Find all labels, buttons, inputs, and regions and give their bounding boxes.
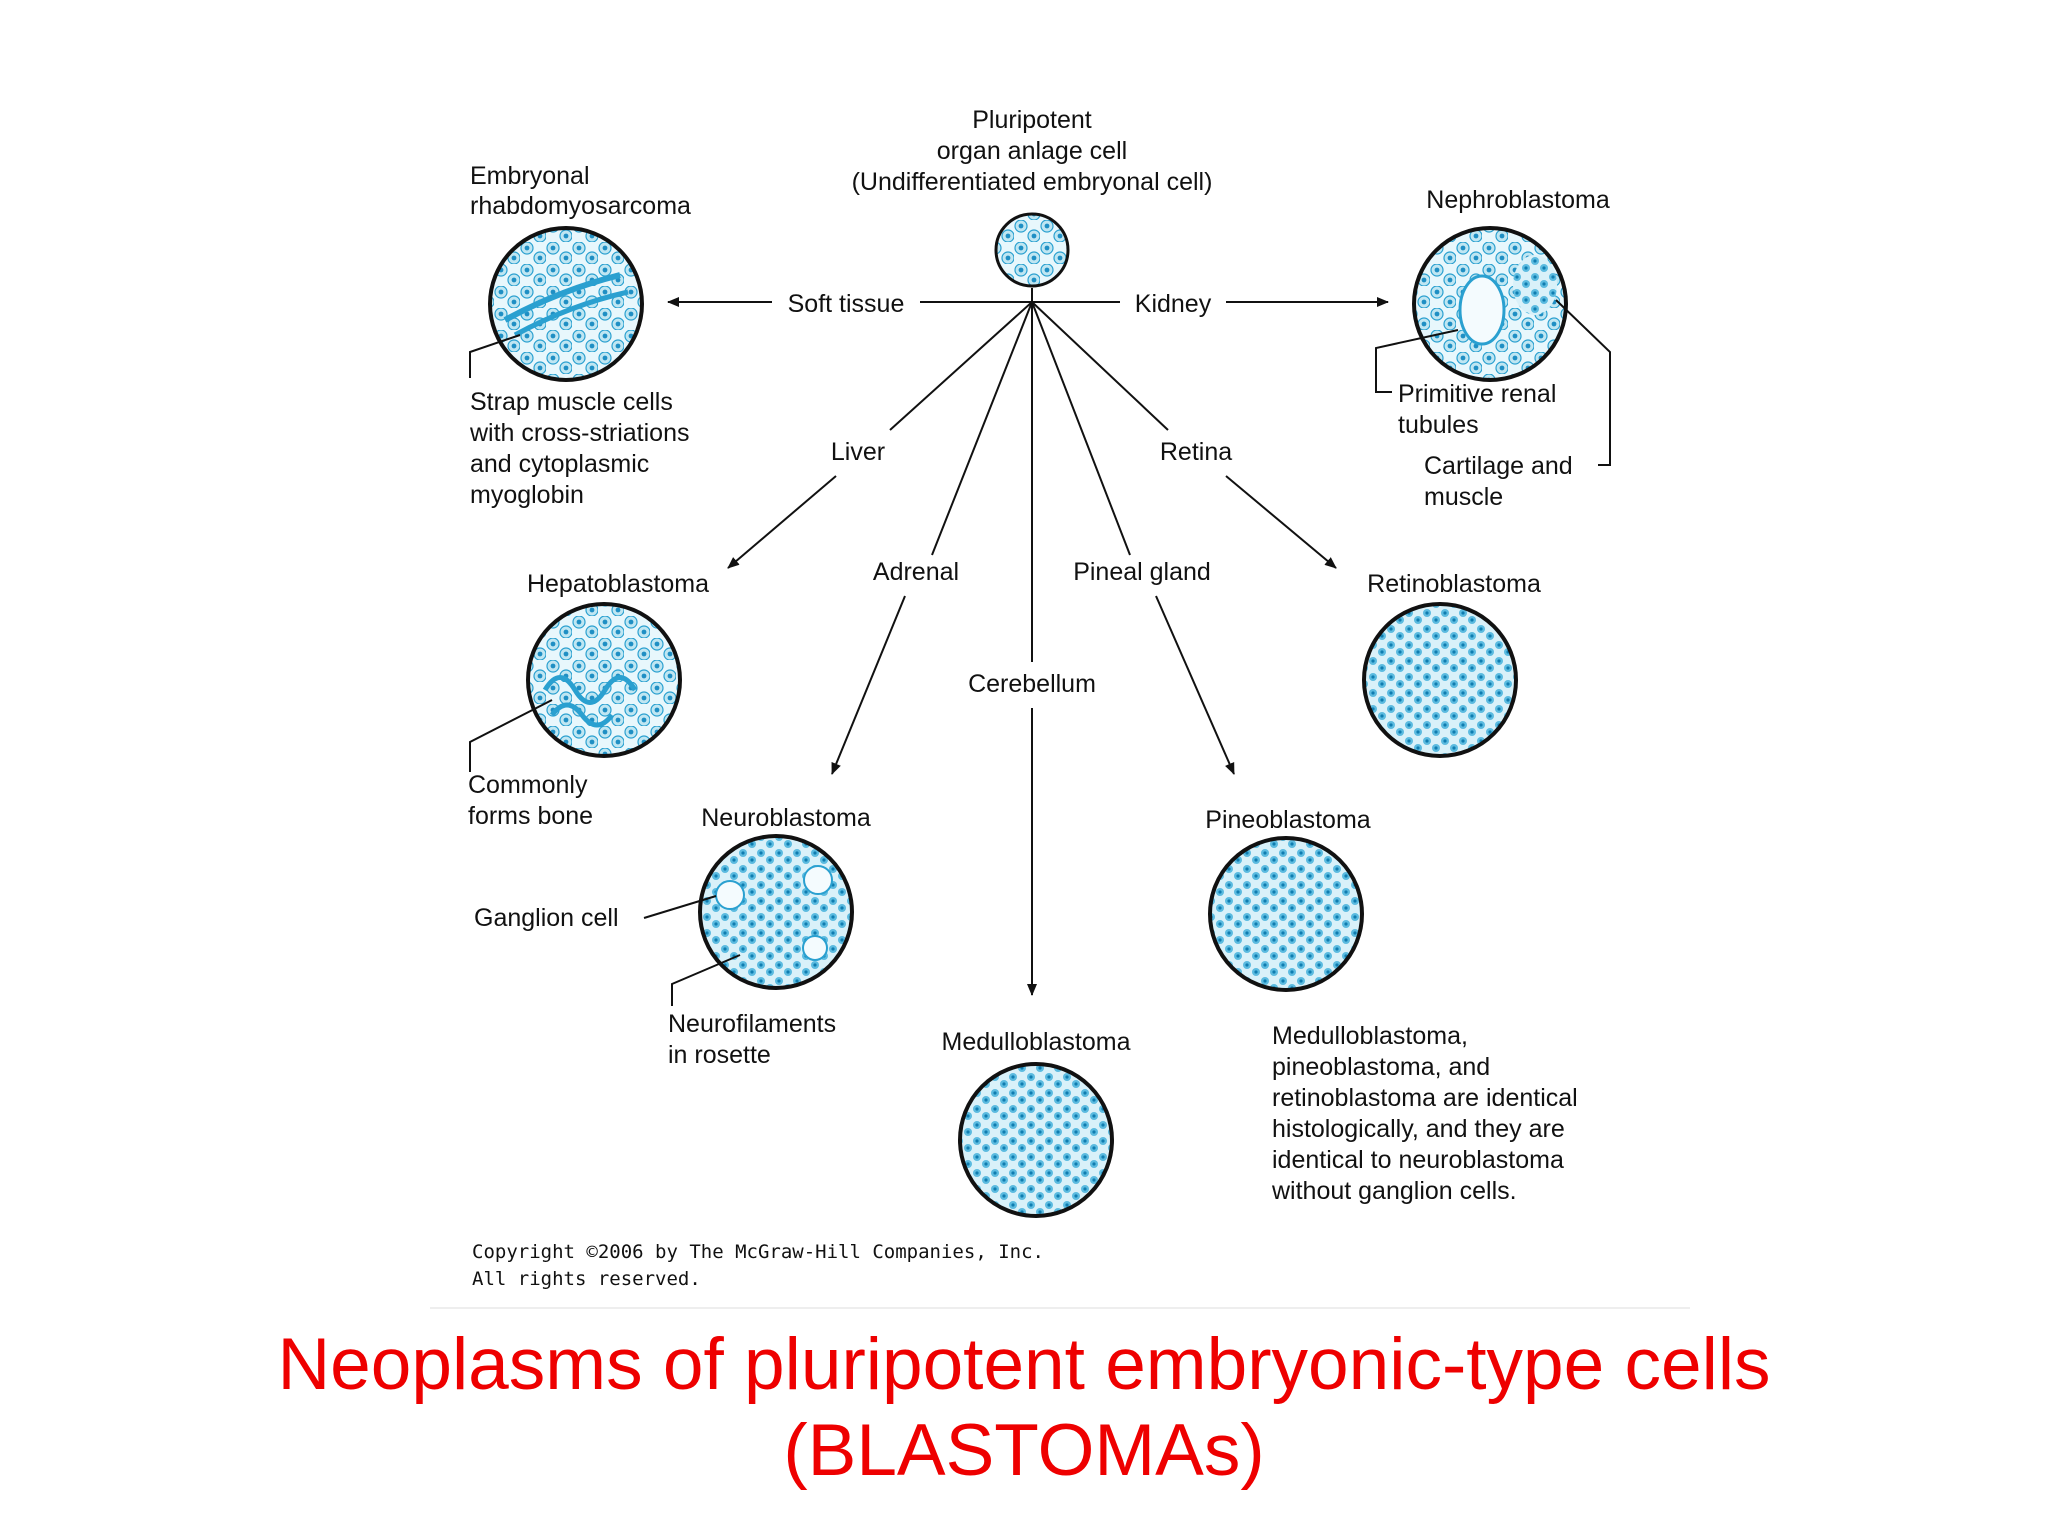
- copyright-line1: Copyright ©2006 by The McGraw-Hill Compa…: [472, 1241, 1044, 1263]
- branch-label-retina: Retina: [1160, 438, 1232, 466]
- medullo-title: Medulloblastoma: [942, 1028, 1131, 1056]
- rhabdo-pointer-line: [469, 334, 521, 378]
- nephro-tubule-pointer: [1375, 329, 1459, 393]
- branch-label-pineal: Pineal gland: [1073, 558, 1211, 586]
- nephro-tubules-line2: tubules: [1398, 411, 1479, 439]
- hepato-note-line2: forms bone: [468, 802, 593, 830]
- nephro-cell-circle: [1412, 226, 1568, 382]
- connector-lines: [667, 288, 1389, 996]
- identical-note-line2: pineoblastoma, and: [1272, 1053, 1490, 1081]
- center-title-line3: (Undifferentiated embryonal cell): [852, 168, 1213, 196]
- ganglion-pointer-line: [643, 895, 717, 919]
- identical-note-line3: retinoblastoma are identical: [1272, 1084, 1578, 1112]
- liver-line: [889, 301, 1033, 431]
- pineal-arrow: [1155, 595, 1235, 775]
- retina-arrow: [1225, 475, 1337, 569]
- pineo-cell-circle: [1208, 836, 1364, 992]
- identical-note-line5: identical to neuroblastoma: [1272, 1146, 1564, 1174]
- rosette-pointer-line: [671, 954, 741, 1006]
- liver-arrow: [727, 475, 837, 569]
- branch-label-cerebellum: Cerebellum: [968, 670, 1096, 698]
- center-title-line1: Pluripotent: [972, 106, 1092, 134]
- branch-label-adrenal: Adrenal: [873, 558, 959, 586]
- retino-cell-circle: [1362, 602, 1518, 758]
- nephro-cartilage-pointer: [1555, 299, 1611, 466]
- identical-note-line4: histologically, and they are: [1272, 1115, 1565, 1143]
- retino-title: Retinoblastoma: [1367, 570, 1541, 598]
- rhabdo-cell-circle: [488, 226, 644, 382]
- copyright-line2: All rights reserved.: [472, 1268, 701, 1290]
- neuro-cell-circle: [698, 834, 854, 990]
- adrenal-line: [931, 301, 1033, 556]
- pineal-line: [1031, 301, 1131, 556]
- hepato-title: Hepatoblastoma: [527, 570, 709, 598]
- pineo-title: Pineoblastoma: [1205, 806, 1370, 834]
- neuro-rosette-line1: Neurofilaments: [668, 1010, 836, 1038]
- rhabdo-title-line1: Embryonal: [470, 162, 590, 190]
- identical-note-line1: Medulloblastoma,: [1272, 1022, 1468, 1050]
- nephro-cartilage-line1: Cartilage and: [1424, 452, 1573, 480]
- center-cell: [994, 212, 1070, 288]
- neuro-rosette-line2: in rosette: [668, 1041, 771, 1069]
- rhabdo-title-line2: rhabdomyosarcoma: [470, 192, 691, 220]
- center-title-line2: organ anlage cell: [937, 137, 1127, 165]
- rhabdo-note-line1: Strap muscle cells: [470, 388, 673, 416]
- rhabdo-note-line4: myoglobin: [470, 481, 584, 509]
- slide-caption: Neoplasms of pluripotent embryonic-type …: [0, 1322, 2048, 1494]
- caption-line2: (BLASTOMAs): [783, 1410, 1265, 1491]
- branch-label-liver: Liver: [831, 438, 885, 466]
- medullo-cell-circle: [958, 1062, 1114, 1218]
- rhabdo-note-line2: with cross-striations: [469, 419, 690, 447]
- nephro-tubules-line1: Primitive renal: [1398, 380, 1556, 408]
- branch-label-soft-tissue: Soft tissue: [788, 290, 905, 318]
- nephro-cartilage-line2: muscle: [1424, 483, 1503, 511]
- adrenal-arrow: [831, 595, 906, 775]
- neuro-title: Neuroblastoma: [701, 804, 871, 832]
- neuro-ganglion-label: Ganglion cell: [474, 904, 619, 932]
- hepato-note-line1: Commonly: [468, 771, 588, 799]
- hepato-cell-circle: [526, 602, 682, 758]
- caption-line1: Neoplasms of pluripotent embryonic-type …: [277, 1324, 1771, 1405]
- nephro-title: Nephroblastoma: [1426, 186, 1610, 214]
- hepato-pointer-line: [469, 699, 553, 772]
- retina-line: [1031, 301, 1169, 431]
- rhabdo-note-line3: and cytoplasmic: [470, 450, 649, 478]
- branch-label-kidney: Kidney: [1135, 290, 1212, 318]
- identical-note-line6: without ganglion cells.: [1271, 1177, 1517, 1205]
